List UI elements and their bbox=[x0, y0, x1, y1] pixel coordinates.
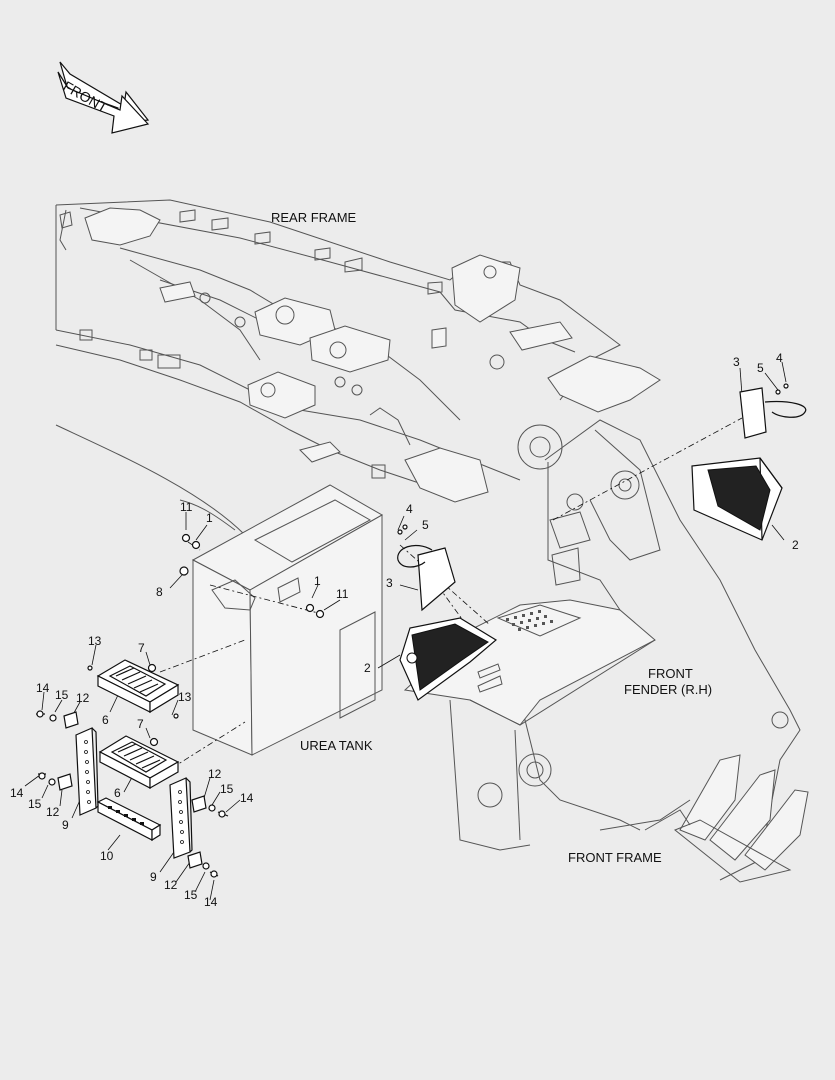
fastener-stack-right-low bbox=[187, 851, 219, 878]
urea-tank-label: UREA TANK bbox=[300, 738, 373, 753]
callout-6-upper: 6 bbox=[102, 713, 109, 727]
callout-15-right: 15 bbox=[220, 782, 234, 796]
callout-9-right: 9 bbox=[150, 870, 157, 884]
callout-14-upper: 14 bbox=[36, 681, 50, 695]
callout-2-right: 2 bbox=[792, 538, 799, 552]
callout-3-upper: 3 bbox=[733, 355, 740, 369]
callout-15-upper: 15 bbox=[55, 688, 69, 702]
front-fender-label: FRONT FENDER (R.H) bbox=[624, 666, 712, 697]
front-frame-text: FRONT FRAME bbox=[568, 850, 662, 865]
front-direction-arrow: FRONT bbox=[57, 61, 150, 134]
rear-frame-text: REAR FRAME bbox=[271, 210, 357, 225]
callout-1-upper: 1 bbox=[206, 511, 213, 525]
wheel-chock-center bbox=[399, 617, 498, 701]
callout-10: 10 bbox=[100, 849, 114, 863]
side-plate-left bbox=[75, 727, 99, 816]
callout-13-lower: 13 bbox=[178, 690, 192, 704]
wheel-chock-holder-center bbox=[397, 524, 456, 612]
front-frame-label: FRONT FRAME bbox=[568, 850, 662, 865]
callout-15-bottom: 15 bbox=[184, 888, 198, 902]
callout-11-lower: 11 bbox=[336, 587, 349, 601]
callout-14-bottom: 14 bbox=[204, 895, 218, 909]
callout-4-upper: 4 bbox=[776, 351, 783, 365]
callout-14-right: 14 bbox=[240, 791, 254, 805]
rear-frame bbox=[55, 199, 661, 503]
fastener-stack-upper-left bbox=[36, 710, 79, 729]
front-fender-text-line1: FRONT bbox=[648, 666, 693, 681]
step-bottom bbox=[96, 797, 162, 842]
fender-grid bbox=[506, 610, 553, 631]
callout-11-upper: 11 bbox=[180, 500, 193, 514]
callout-3-center: 3 bbox=[386, 576, 393, 590]
callout-12-left: 12 bbox=[46, 805, 60, 819]
callout-5-upper: 5 bbox=[757, 361, 764, 375]
callout-15-left: 15 bbox=[28, 797, 42, 811]
fastener-stack-lower-left bbox=[38, 772, 73, 791]
callout-12-right: 12 bbox=[208, 767, 222, 781]
front-fender-text-line2: FENDER (R.H) bbox=[624, 682, 712, 697]
callout-4-center: 4 bbox=[406, 502, 413, 516]
callout-8: 8 bbox=[156, 585, 163, 599]
callout-9-left: 9 bbox=[62, 818, 69, 832]
urea-tank bbox=[55, 424, 384, 756]
urea-tank-text: UREA TANK bbox=[300, 738, 373, 753]
step-lower bbox=[98, 735, 180, 790]
callout-12-bottom: 12 bbox=[164, 878, 178, 892]
callout-7-lower: 7 bbox=[137, 717, 144, 731]
callout-13-upper: 13 bbox=[88, 634, 102, 648]
rear-frame-label: REAR FRAME bbox=[271, 210, 357, 225]
callout-2-center: 2 bbox=[364, 661, 371, 675]
callout-numbers: 3 5 4 2 11 1 4 5 8 3 1 11 13 7 2 14 15 1… bbox=[10, 351, 799, 909]
callout-5-center: 5 bbox=[422, 518, 429, 532]
front-frame bbox=[449, 419, 809, 883]
callout-7-upper: 7 bbox=[138, 641, 145, 655]
side-plate-right bbox=[169, 777, 193, 859]
tank-bolts bbox=[87, 533, 325, 747]
callout-12-upper: 12 bbox=[76, 691, 90, 705]
callout-1-lower: 1 bbox=[314, 574, 321, 588]
step-upper bbox=[96, 659, 180, 714]
wheel-chock-right bbox=[691, 457, 783, 541]
callout-14-left: 14 bbox=[10, 786, 24, 800]
fastener-stack-right-mid bbox=[191, 795, 229, 818]
front-fender-rh bbox=[403, 599, 656, 726]
wheel-chock-holder-right bbox=[739, 383, 807, 439]
callout-6-lower: 6 bbox=[114, 786, 121, 800]
